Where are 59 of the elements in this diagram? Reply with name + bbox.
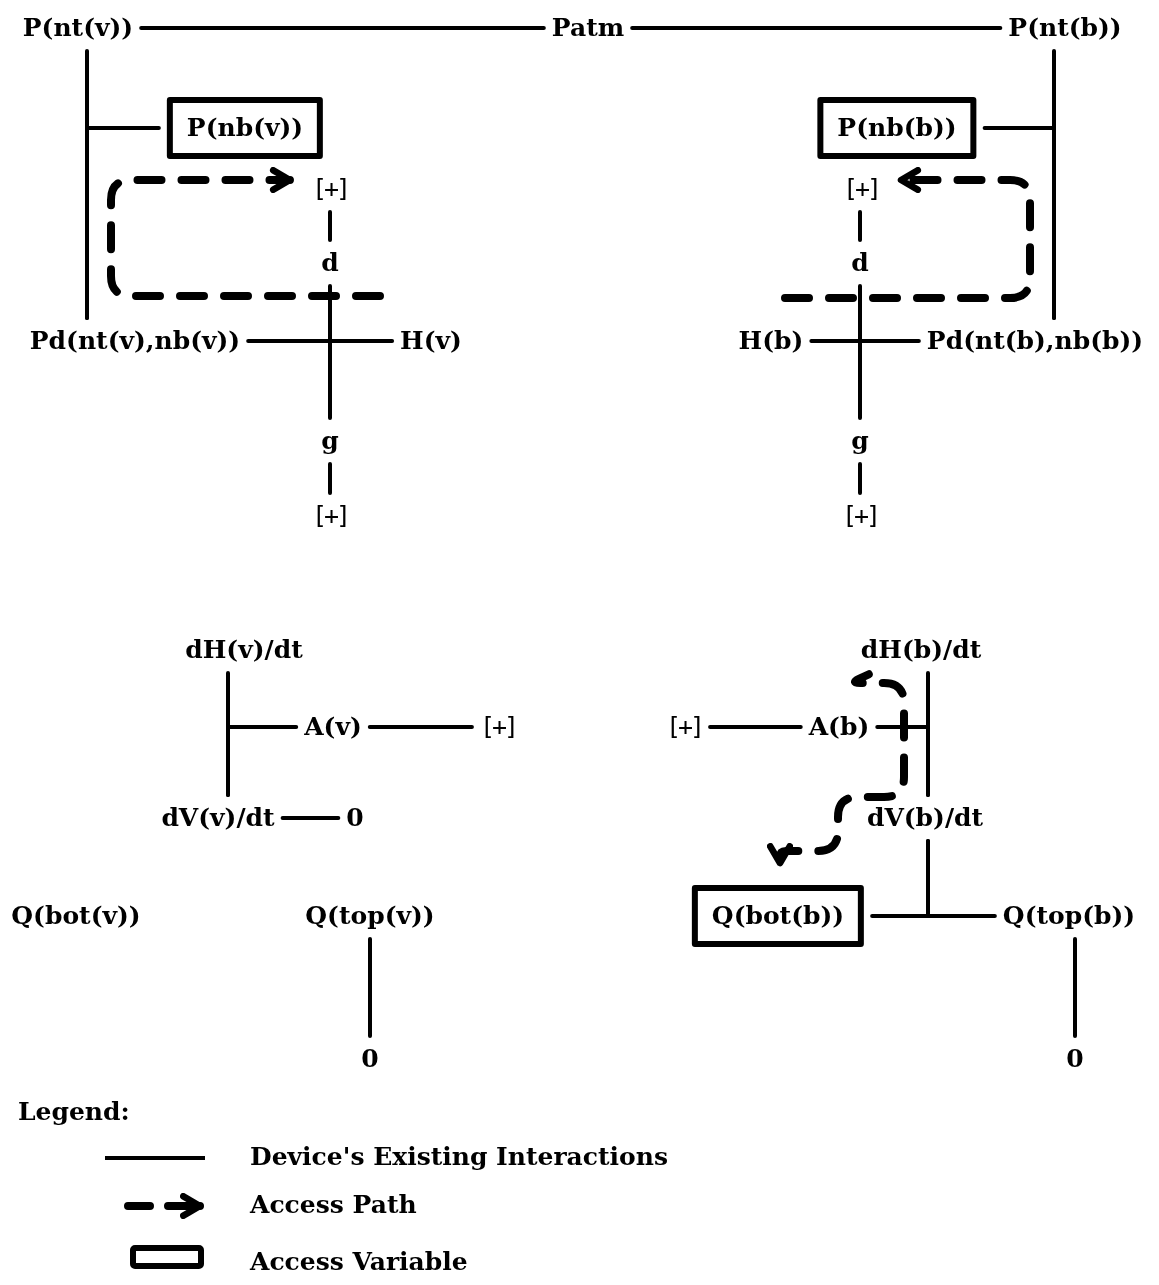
constraint-line xyxy=(85,126,161,320)
variable-label: Q(top(b)) xyxy=(1002,901,1136,931)
constant-label: 0 xyxy=(346,803,364,833)
constraint-line xyxy=(139,26,546,30)
variable-label: A(v) xyxy=(304,712,362,742)
adder-symbol: [+] xyxy=(479,712,517,742)
variable-label: dH(b)/dt xyxy=(860,635,982,665)
constraint-line xyxy=(858,284,862,420)
constraint-line xyxy=(328,462,332,495)
variable-label: H(v) xyxy=(400,326,462,356)
constraint-label: d xyxy=(851,248,869,278)
legend-text: Device's Existing Interactions xyxy=(250,1142,668,1172)
constraint-line xyxy=(926,839,997,918)
variable-label: Pd(nt(v),nb(v)) xyxy=(29,326,241,356)
variable-label: dV(b)/dt xyxy=(866,803,984,833)
constraint-line xyxy=(982,126,1056,320)
constraint-line xyxy=(1073,937,1077,1038)
constraint-line xyxy=(809,339,921,343)
variable-label: Q(top(v)) xyxy=(305,901,435,931)
access-path-arrow xyxy=(766,670,908,867)
constraint-line xyxy=(858,462,862,495)
constraint-line xyxy=(875,725,930,797)
adder-symbol: [+] xyxy=(311,501,349,531)
constraint-line xyxy=(246,339,395,343)
constraint-line xyxy=(328,284,332,420)
access-variable-box: P(nb(v)) xyxy=(166,97,324,159)
constraint-line xyxy=(368,937,372,1038)
access-path-arrow xyxy=(781,166,1034,302)
constraint-label: d xyxy=(321,248,339,278)
variable-label: H(b) xyxy=(738,326,804,356)
adder-symbol: [+] xyxy=(665,712,703,742)
variable-label: Q(bot(v)) xyxy=(11,901,141,931)
variable-label: dV(v)/dt xyxy=(161,803,275,833)
constraint-label: g xyxy=(321,426,339,456)
variable-label: Patm xyxy=(551,13,625,43)
constraint-line xyxy=(280,816,341,820)
adder-symbol: [+] xyxy=(842,174,880,204)
legend-text: Access Path xyxy=(250,1190,417,1220)
access-variable-box: Q(bot(b)) xyxy=(691,885,865,947)
constraint-line xyxy=(858,210,862,242)
variable-label: Pd(nt(b),nb(b)) xyxy=(926,326,1144,356)
access-variable-box: P(nb(b)) xyxy=(817,97,977,159)
adder-symbol: [+] xyxy=(311,174,349,204)
variable-label: A(b) xyxy=(808,712,870,742)
constraint-line xyxy=(630,26,1003,30)
constraint-line xyxy=(226,725,299,797)
constraint-line xyxy=(367,725,474,729)
access-path-arrow xyxy=(107,166,384,300)
constant-label: 0 xyxy=(1066,1044,1084,1074)
legend-text: Access Variable xyxy=(250,1247,468,1277)
legend-heading: Legend: xyxy=(18,1097,130,1127)
constant-label: 0 xyxy=(361,1044,379,1074)
variable-label: P(nt(b)) xyxy=(1008,13,1122,43)
variable-label: P(nt(v)) xyxy=(22,13,134,43)
constraint-line xyxy=(328,210,332,242)
adder-symbol: [+] xyxy=(841,501,879,531)
constraint-label: g xyxy=(851,426,869,456)
variable-label: dH(v)/dt xyxy=(185,635,303,665)
constraint-line xyxy=(708,725,803,729)
